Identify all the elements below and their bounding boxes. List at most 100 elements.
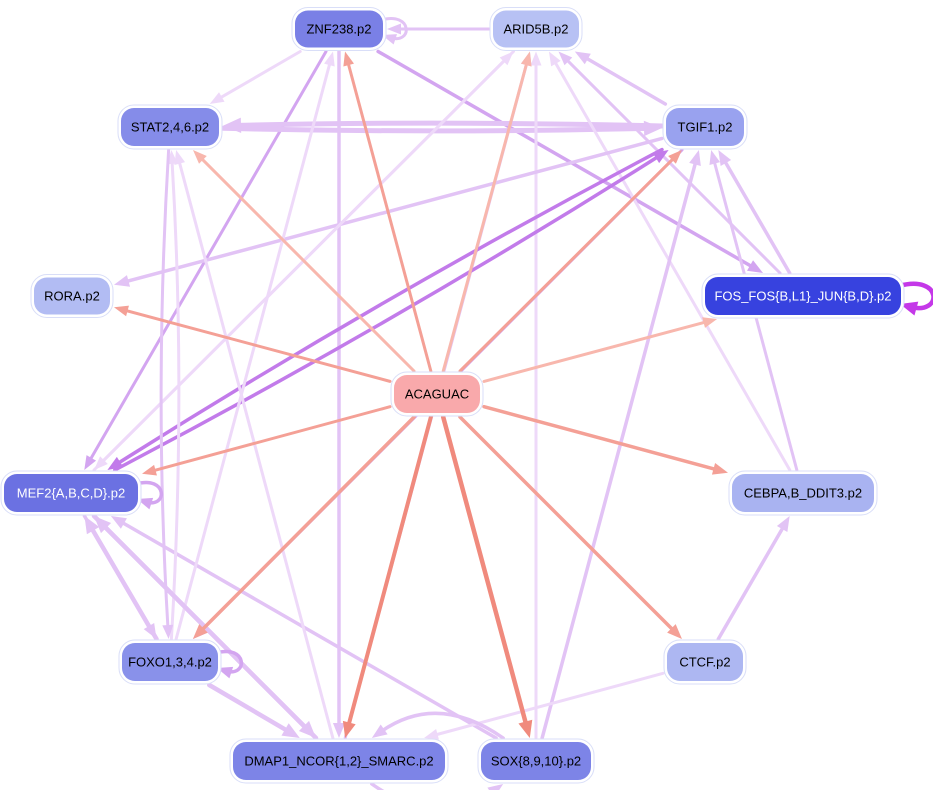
edge-foxo-znf238 — [174, 51, 335, 641]
node-box — [493, 10, 579, 48]
node-sox[interactable]: SOX{8,9,10}.p2 — [477, 738, 595, 784]
node-label: TGIF1.p2 — [678, 120, 733, 135]
arrowhead — [747, 260, 764, 273]
edge-sox-arid5b — [530, 51, 542, 740]
node-znf238[interactable]: ZNF238.p2 — [291, 7, 387, 51]
node-label: RORA.p2 — [44, 289, 100, 304]
edge-znf238-fos — [376, 49, 764, 273]
node-mef2[interactable]: MEF2{A,B,C,D}.p2 — [0, 470, 142, 516]
arrowhead — [558, 51, 573, 66]
node-label: ZNF238.p2 — [306, 22, 371, 37]
arrowhead — [711, 462, 728, 475]
node-box — [394, 375, 480, 413]
edge-acaguac-ctcf — [458, 415, 682, 639]
arrowhead — [424, 729, 439, 740]
edge-mef2-foxo — [82, 514, 157, 639]
node-box — [732, 474, 874, 512]
node-rora[interactable]: RORA.p2 — [30, 274, 114, 318]
node-fos[interactable]: FOS_FOS{B,L1}_JUN{B,D}.p2 — [701, 273, 905, 319]
node-box — [295, 10, 383, 48]
edge-foxo-dmap — [207, 682, 300, 738]
node-box — [4, 474, 138, 512]
edge-znf238-stat — [209, 50, 302, 104]
node-label: CEBPA,B_DDIT3.p2 — [744, 486, 862, 501]
arrowhead — [371, 724, 388, 738]
arrowhead — [643, 120, 662, 137]
edge-ctcf-cebpa — [716, 516, 790, 641]
edge-tgif1-rora — [114, 136, 664, 287]
node-label: FOS_FOS{B,L1}_JUN{B,D}.p2 — [714, 289, 891, 304]
arrowhead — [387, 23, 401, 35]
node-label: SOX{8,9,10}.p2 — [491, 754, 581, 769]
edge-mef2-dmap — [91, 513, 316, 738]
edge-cebpa-arid5b — [548, 51, 792, 472]
arrowhead — [209, 92, 225, 104]
edge-fos-tgif1 — [718, 150, 792, 275]
arrowhead — [84, 455, 97, 470]
edge-fos-arid5b — [558, 51, 782, 275]
arrowhead — [487, 784, 504, 790]
arrowhead — [110, 516, 127, 529]
node-stat[interactable]: STAT2,4,6.p2 — [117, 104, 223, 150]
edge-acaguac-mef2 — [142, 405, 392, 476]
node-dmap[interactable]: DMAP1_NCOR{1,2}_SMARC.p2 — [229, 738, 449, 784]
arrowhead — [143, 622, 157, 639]
node-label: ACAGUAC — [405, 387, 469, 402]
edge-acaguac-foxo — [192, 415, 416, 639]
edge-acaguac-arid5b — [441, 51, 532, 373]
arrowhead — [689, 150, 701, 167]
node-acaguac[interactable]: ACAGUAC — [390, 371, 484, 417]
arrowhead — [107, 456, 124, 470]
edge-acaguac-dmap — [342, 415, 433, 738]
edge-sox-tgif1 — [540, 150, 701, 740]
arrowhead — [520, 51, 532, 67]
edge-sox-mef2 — [110, 516, 498, 740]
node-label: MEF2{A,B,C,D}.p2 — [17, 486, 125, 501]
arrowhead — [718, 150, 732, 167]
edge-ctcf-dmap — [424, 671, 665, 740]
arrowhead — [668, 150, 682, 164]
arrowhead — [324, 51, 335, 67]
edge-acaguac-fos — [482, 317, 718, 383]
edge-arid5b-znf238 — [387, 23, 491, 35]
node-label: CTCF.p2 — [679, 655, 730, 670]
arrowhead — [174, 150, 186, 165]
arrowhead — [574, 51, 591, 65]
node-box — [34, 277, 110, 315]
arrowhead — [518, 719, 533, 738]
edge-acaguac-rora — [114, 305, 392, 383]
node-ctcf[interactable]: CTCF.p2 — [663, 639, 747, 685]
node-foxo[interactable]: FOXO1,3,4.p2 — [118, 639, 222, 685]
node-cebpa[interactable]: CEBPA,B_DDIT3.p2 — [728, 470, 878, 516]
node-label: ARID5B.p2 — [503, 22, 568, 37]
arrowhead — [142, 464, 157, 476]
arrowhead — [332, 723, 346, 738]
node-arid5b[interactable]: ARID5B.p2 — [489, 7, 583, 51]
arrowhead — [667, 624, 682, 639]
edge-dmap-stat — [174, 150, 335, 740]
arrowhead — [94, 456, 108, 470]
arrowhead — [342, 720, 356, 738]
arrowhead — [530, 51, 542, 66]
node-tgif1[interactable]: TGIF1.p2 — [662, 104, 748, 150]
edge-acaguac-sox — [440, 414, 533, 738]
edge-acaguac-tgif1 — [458, 150, 682, 373]
edge-mef2-tgif1 — [113, 150, 669, 472]
arrowhead — [193, 150, 207, 164]
arrowhead — [223, 117, 242, 133]
edge-acaguac-znf238 — [343, 51, 433, 373]
arrowhead — [162, 624, 174, 639]
arrowhead — [114, 305, 129, 317]
node-box — [705, 277, 901, 315]
node-box — [481, 742, 591, 780]
arrowhead — [900, 301, 919, 316]
arrowhead — [281, 723, 300, 738]
arrowhead — [702, 317, 718, 328]
arrowhead — [548, 51, 561, 67]
arrowhead — [192, 624, 208, 639]
self-loop-fos — [896, 281, 933, 316]
node-label: DMAP1_NCOR{1,2}_SMARC.p2 — [244, 754, 433, 769]
edge-arid5b-mef2 — [94, 50, 515, 470]
